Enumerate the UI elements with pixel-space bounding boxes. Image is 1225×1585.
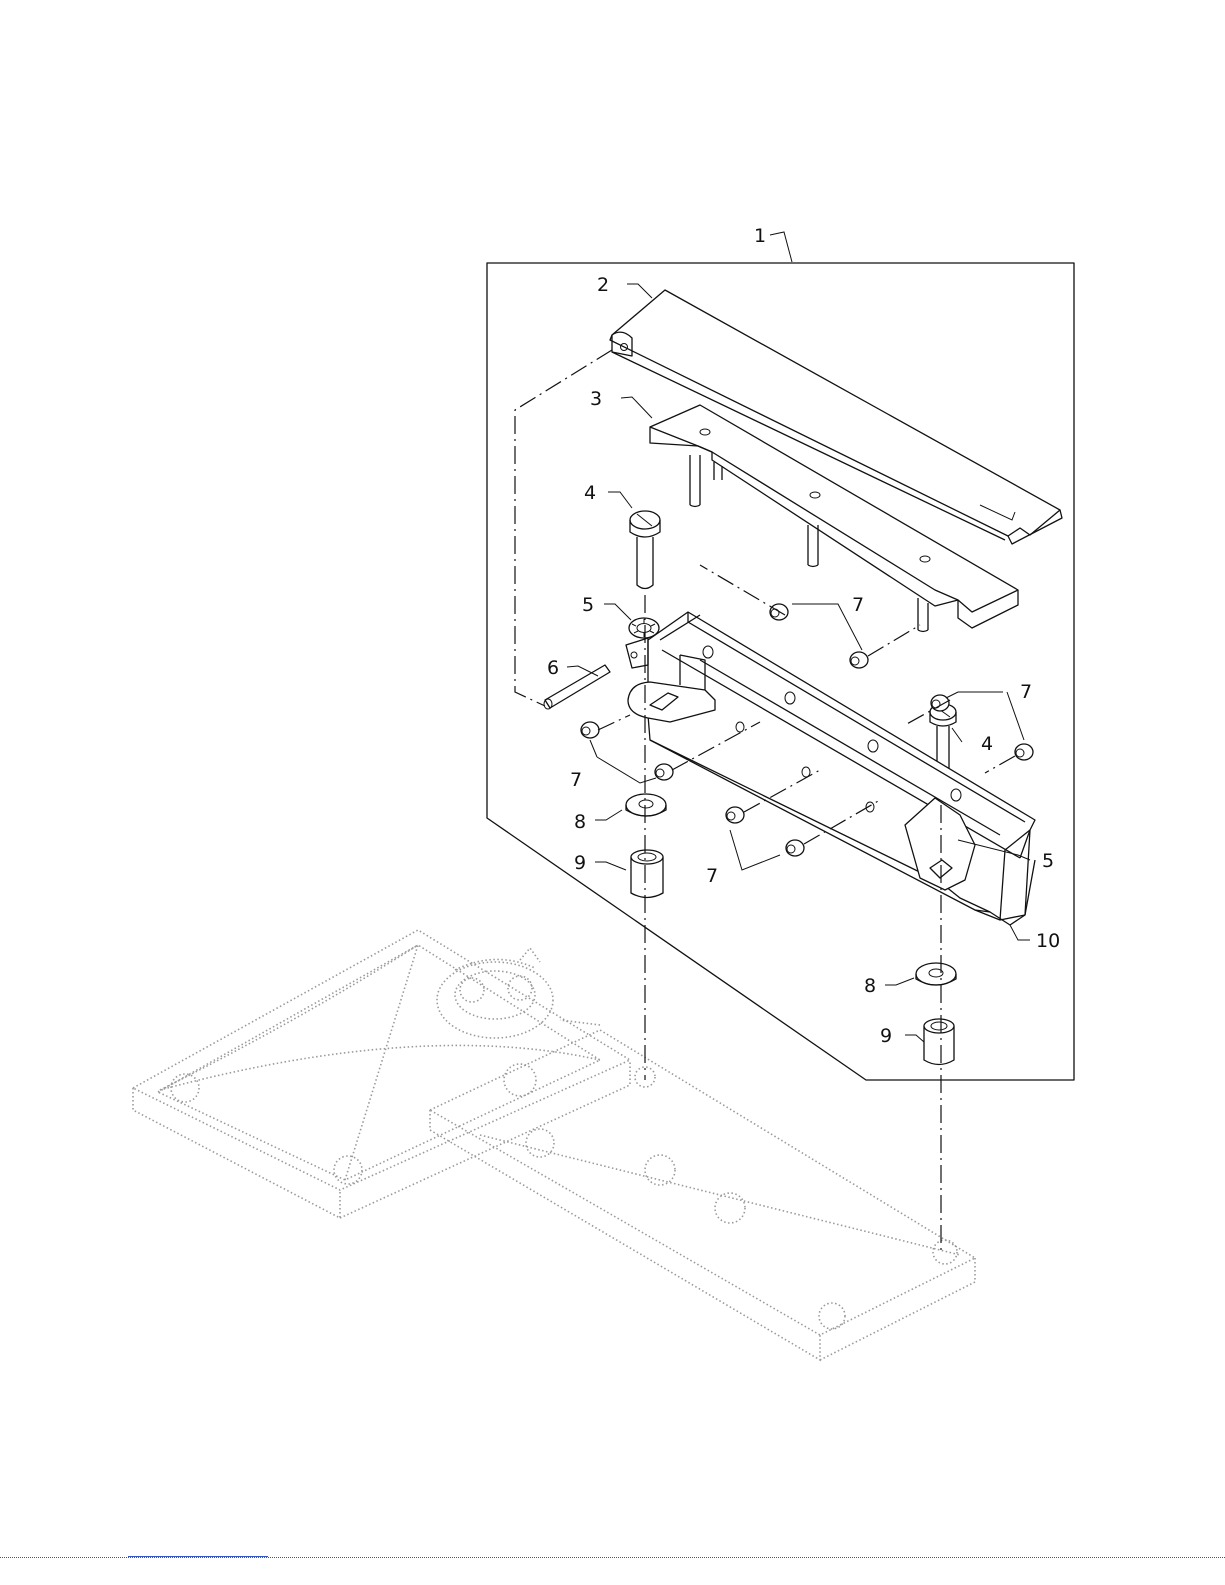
nut-7-2: [850, 652, 868, 668]
part-washer-upper: [626, 794, 666, 816]
nut-7-8: [786, 840, 804, 856]
callout-5-right: 5: [1042, 850, 1054, 872]
callout-10: 10: [1036, 930, 1060, 952]
part-housing: [626, 612, 1035, 925]
part-spacer-lower: [924, 1019, 954, 1065]
ghost-base-plate: [133, 930, 975, 1360]
callout-2: 2: [597, 274, 609, 296]
part-screw-left: [630, 511, 660, 589]
page-edge-line: [0, 1557, 1225, 1558]
callout-8-lower: 8: [864, 975, 876, 997]
part-washer-lower: [916, 963, 956, 985]
callout-1: 1: [754, 225, 766, 247]
callout-7-left: 7: [570, 769, 582, 791]
callout-9-upper: 9: [574, 852, 586, 874]
callout-4-left: 4: [584, 482, 596, 504]
callout-3: 3: [590, 388, 602, 410]
nut-7-7: [726, 807, 744, 823]
callout-4-right: 4: [981, 733, 993, 755]
nut-7-6: [1015, 744, 1033, 760]
bottom-rule: [128, 1556, 268, 1557]
callout-7-right: 7: [1020, 681, 1032, 703]
callout-9-lower: 9: [880, 1025, 892, 1047]
callout-7-top: 7: [852, 594, 864, 616]
callout-5-left: 5: [582, 594, 594, 616]
nut-7-4: [655, 764, 673, 780]
callout-8-upper: 8: [574, 811, 586, 833]
callout-7-bottom: 7: [706, 865, 718, 887]
nut-7-3: [581, 722, 599, 738]
part-spacer-upper: [631, 850, 663, 898]
callout-6: 6: [547, 657, 559, 679]
callouts: 1 2 3 4 5 6 7 7 4 7 8 9 7 5 10 8 9: [547, 225, 1060, 1047]
